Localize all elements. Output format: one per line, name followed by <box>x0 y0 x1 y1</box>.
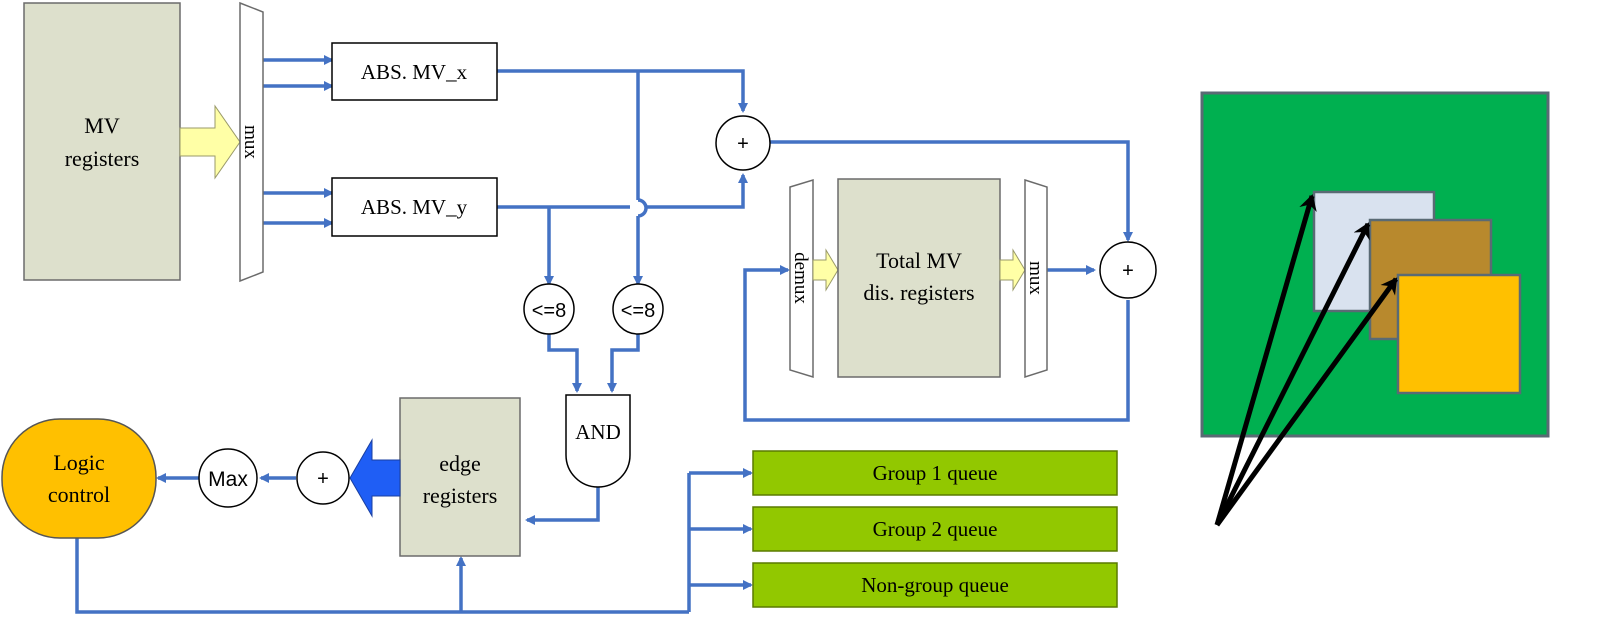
total-mv-registers: Total MV dis. registers <box>837 178 1001 378</box>
total-mv-label-2: dis. registers <box>863 280 974 305</box>
mux-left-label: mux <box>240 125 261 159</box>
mux-right-label: mux <box>1025 261 1046 295</box>
wires <box>75 55 1133 614</box>
edge-registers: edge registers <box>399 397 521 557</box>
arrow-to-square-brown <box>1214 222 1371 527</box>
logic-control: Logic control <box>1 418 157 539</box>
abs-mv-x-block: ABS. MV_x <box>331 42 498 101</box>
logic-control-label-2: control <box>48 482 110 507</box>
mv-registers-label-1: MV <box>84 113 120 138</box>
arrow-to-square-light <box>1214 194 1317 526</box>
abs-mv-y-label: ABS. MV_y <box>361 195 468 219</box>
and-gate-label: AND <box>575 420 621 444</box>
compare-left-label: <=8 <box>532 300 566 322</box>
adder-bottom-label: + <box>317 468 329 490</box>
compare-right-label: <=8 <box>621 300 655 322</box>
adder-right: + <box>1099 241 1157 299</box>
logic-control-label-1: Logic <box>53 450 105 475</box>
wire-crossover-hop <box>637 198 648 218</box>
abs-mv-x-label: ABS. MV_x <box>361 60 468 84</box>
yellow-arrow-demux-to-total <box>812 248 839 292</box>
wire-absx-to-adder <box>497 69 748 113</box>
arrow-to-square-gold <box>1214 277 1399 527</box>
edge-registers-label-1: edge <box>439 451 481 476</box>
max-block: Max <box>198 448 258 508</box>
demux: demux <box>789 178 814 379</box>
mv-registers: MV registers <box>23 2 181 281</box>
mux-left: mux <box>239 1 264 283</box>
block-illustration <box>1200 91 1550 527</box>
mv-registers-label-2: registers <box>65 146 140 171</box>
nongroup-queue-label: Non-group queue <box>861 573 1009 597</box>
adder-bottom: + <box>296 451 350 505</box>
compare-left: <=8 <box>523 283 575 335</box>
group2-queue-label: Group 2 queue <box>873 517 998 541</box>
total-mv-label-1: Total MV <box>876 248 962 273</box>
and-gate: AND <box>565 394 631 488</box>
wire-logic-bus <box>75 538 689 614</box>
wire-compare-right-to-and <box>607 334 640 393</box>
nongroup-queue: Non-group queue <box>752 562 1118 608</box>
max-label: Max <box>208 468 248 491</box>
yellow-arrow-mv-to-mux <box>179 104 241 180</box>
adder-right-label: + <box>1122 260 1134 282</box>
blue-arrow-edge-to-plus <box>349 438 401 518</box>
group1-queue: Group 1 queue <box>752 450 1118 496</box>
wire-absy-to-adder <box>646 173 748 209</box>
yellow-arrow-total-to-mux <box>999 248 1026 292</box>
wire-adder-to-right-adder <box>768 140 1133 242</box>
compare-right: <=8 <box>612 283 664 335</box>
edge-registers-label-2: registers <box>423 483 498 508</box>
wire-feedback-loop <box>743 265 1130 422</box>
mux-right: mux <box>1024 178 1048 379</box>
wire-compare-left-to-and <box>547 334 582 393</box>
demux-label: demux <box>790 252 811 304</box>
group2-queue: Group 2 queue <box>752 506 1118 552</box>
group1-queue-label: Group 1 queue <box>873 461 998 485</box>
adder-top: + <box>715 115 771 171</box>
square-gold <box>1396 273 1522 395</box>
abs-mv-y-block: ABS. MV_y <box>331 177 498 237</box>
wire-and-to-edge <box>525 486 600 525</box>
adder-top-label: + <box>737 133 749 155</box>
